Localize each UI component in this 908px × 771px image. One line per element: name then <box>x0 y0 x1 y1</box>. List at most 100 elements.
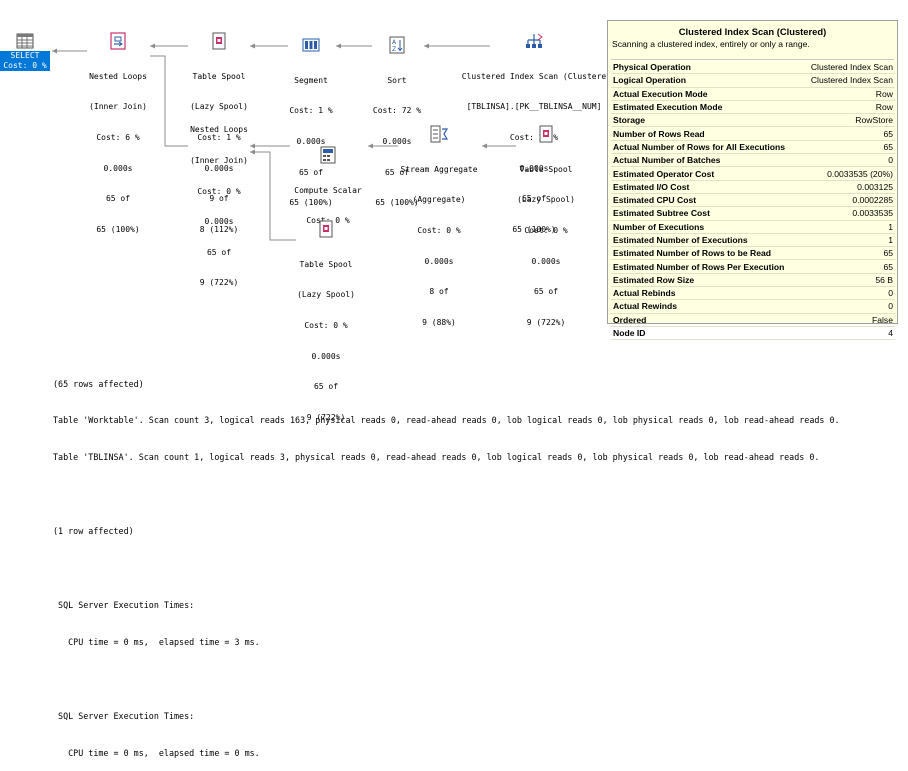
execution-times-values: CPU time = 0 ms, elapsed time = 0 ms. <box>53 747 260 758</box>
node-line: 0.000s <box>204 217 234 227</box>
node-line: (Lazy Spool) <box>297 290 355 300</box>
node-line: 0.000s <box>204 163 234 173</box>
property-value: Row <box>801 87 895 101</box>
property-name: Number of Rows Read <box>611 126 802 141</box>
table-spool-operator-2[interactable]: Table Spool (Lazy Spool) Cost: 0 % 0.000… <box>512 105 580 348</box>
select-operator[interactable]: SELECT Cost: 0 % <box>0 32 50 71</box>
property-name: Node ID <box>611 326 802 341</box>
compute-scalar-operator[interactable]: Compute Scalar Cost: 0 % <box>288 126 368 247</box>
property-value: 65 <box>801 126 895 141</box>
property-name: Estimated Number of Rows Per Execution <box>611 259 802 274</box>
tooltip-divider <box>611 59 894 60</box>
svg-text:Z: Z <box>392 46 396 53</box>
property-value: Clustered Index Scan <box>801 61 895 75</box>
clustered-index-scan-operator[interactable]: Clustered Index Scan (Clustere [TBLINSA]… <box>459 12 609 255</box>
node-line: 9 (722%) <box>306 412 346 422</box>
node-line: 0.000s <box>311 351 341 361</box>
table-spool-operator-3[interactable]: Table Spool (Lazy Spool) Cost: 0 % 0.000… <box>292 200 360 443</box>
node-line: 65 of <box>298 167 324 177</box>
property-value: 1 <box>801 220 895 234</box>
sort-icon: A Z <box>389 36 405 54</box>
tooltip-title: Clustered Index Scan (Clustered) <box>678 26 827 37</box>
nested-loops-operator-2[interactable]: Nested Loops (Inner Join) Cost: 0 % 0.00… <box>184 105 254 309</box>
node-line: 65 (100%) <box>289 198 333 208</box>
node-line: Clustered Index Scan (Clustere <box>461 71 607 81</box>
property-name: Logical Operation <box>611 73 802 88</box>
node-line: Cost: 0 % <box>306 216 350 226</box>
node-line: 0.000s <box>531 256 561 266</box>
node-line: 0.000s <box>103 163 133 173</box>
property-value: 0.0033535 <box>801 206 895 221</box>
property-name: Storage <box>611 113 802 128</box>
node-line: Cost: 0 % <box>304 321 348 331</box>
tblinsa-io-message: Table 'TBLINSA'. Scan count 1, logical r… <box>53 452 820 463</box>
clustered-index-scan-icon <box>526 34 543 49</box>
stream-aggregate-icon <box>430 125 449 143</box>
table-spool-icon <box>212 32 226 50</box>
property-name: Estimated Row Size <box>611 273 802 288</box>
segment-operator[interactable]: Segment Cost: 1 % 0.000s 65 of 65 (100%) <box>280 16 342 229</box>
svg-text:A: A <box>392 39 397 46</box>
node-line: 9 (722%) <box>526 317 566 327</box>
node-line: 65 of <box>206 247 232 257</box>
stream-aggregate-operator[interactable]: Stream Aggregate (Aggregate) Cost: 0 % 0… <box>394 105 484 348</box>
node-line: Stream Aggregate <box>400 164 478 174</box>
property-name: Estimated Operator Cost <box>611 166 802 181</box>
rows-affected-message: (65 rows affected) <box>53 378 144 389</box>
table-spool-icon <box>319 220 333 238</box>
node-line: Cost: 0 % <box>524 226 568 236</box>
node-line: 0.000s <box>296 137 326 147</box>
node-line: 0.000s <box>382 137 412 147</box>
tooltip-description: Scanning a clustered index, entirely or … <box>612 39 810 49</box>
property-name: Estimated Subtree Cost <box>611 206 802 221</box>
property-value: 0 <box>801 299 895 314</box>
property-name: Actual Rewinds <box>611 299 802 314</box>
compute-scalar-icon <box>320 146 336 164</box>
property-value: Row <box>801 100 895 115</box>
node-line: Nested Loops <box>89 71 147 81</box>
node-line: Cost: 1 % <box>197 133 241 143</box>
node-line: Table Spool <box>519 164 573 174</box>
node-line: 9 (722%) <box>199 278 239 288</box>
worktable-io-message: Table 'Worktable'. Scan count 3, logical… <box>53 415 840 426</box>
table-spool-operator[interactable]: Table Spool (Lazy Spool) Cost: 1 % 0.000… <box>184 12 254 255</box>
message-spacer <box>53 488 903 500</box>
node-line: (Aggregate) <box>412 195 466 205</box>
node-line: (Inner Join) <box>190 156 248 166</box>
plan-connectors <box>52 43 516 241</box>
property-value: 65 <box>801 246 895 261</box>
node-line: Sort <box>387 75 407 85</box>
property-name: Actual Number of Batches <box>611 153 802 168</box>
node-line: 65 (100%) <box>512 224 556 234</box>
property-name: Physical Operation <box>611 61 802 75</box>
tooltip-row: Actual Number of Rows for All Executions… <box>611 140 895 155</box>
node-line: Cost: 0 % <box>197 186 241 196</box>
execution-times-values: CPU time = 0 ms, elapsed time = 3 ms. <box>53 636 260 647</box>
node-line: 65 of <box>533 287 559 297</box>
messages-pane: (65 rows affected) Table 'Worktable'. Sc… <box>53 353 903 771</box>
node-line: 65 (100%) <box>375 198 419 208</box>
node-line: 9 (88%) <box>422 317 456 327</box>
node-line: Cost: 0 % <box>417 226 461 236</box>
node-line: 65 of <box>521 194 547 204</box>
node-line: (Inner Join) <box>89 102 147 112</box>
node-line: 0.000s <box>424 256 454 266</box>
property-value: 1 <box>801 233 895 248</box>
node-line: (Lazy Spool) <box>190 102 248 112</box>
property-name: Number of Executions <box>611 220 802 234</box>
select-label: SELECT <box>0 51 50 61</box>
nested-loops-operator[interactable]: Nested Loops (Inner Join) Cost: 6 % 0.00… <box>83 12 153 255</box>
sort-operator[interactable]: A Z Sort Cost: 72 % 0.000s 65 of 65 (100… <box>366 16 428 229</box>
node-line: (Lazy Spool) <box>517 195 575 205</box>
